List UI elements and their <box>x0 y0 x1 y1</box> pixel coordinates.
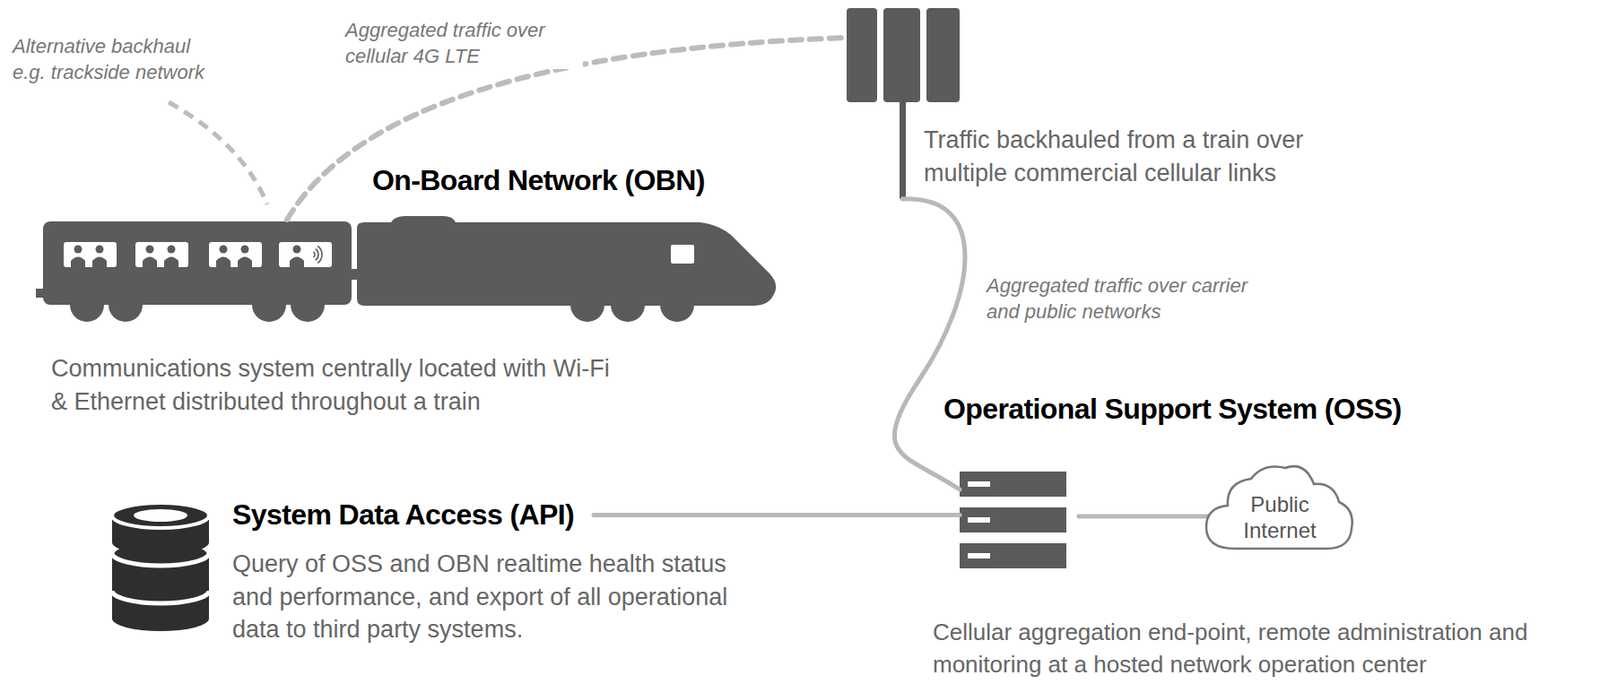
db-top-inner <box>133 509 188 522</box>
wheels <box>69 287 695 322</box>
database-node: System Data Access (API)Query of OSS and… <box>112 503 594 634</box>
passenger-head <box>241 245 250 254</box>
locomotive <box>356 216 776 306</box>
tower-node: Traffic backhauled from a train over mul… <box>846 8 960 200</box>
passenger-body <box>216 257 231 269</box>
passenger-body <box>92 257 107 269</box>
passenger-body <box>164 257 179 269</box>
node-description: Query of OSS and OBN realtime health sta… <box>232 547 744 647</box>
edge-label: Aggregated traffic over carrier and publ… <box>986 273 1267 325</box>
server-led <box>967 481 991 487</box>
tower-pole <box>899 100 906 200</box>
server-icon <box>959 471 1067 569</box>
passenger-head <box>95 245 105 254</box>
db-top <box>112 503 209 529</box>
train-illustration <box>35 216 776 322</box>
cab-window <box>670 244 695 264</box>
node-description: Communications system centrally located … <box>51 352 626 418</box>
db-band <box>112 606 209 632</box>
db-band <box>112 567 209 593</box>
passenger-body <box>70 257 86 269</box>
antenna-panel <box>846 8 878 103</box>
edge-label: Aggregated traffic over cellular 4G LTE <box>345 17 583 70</box>
car-window <box>63 242 117 268</box>
passenger-body <box>237 257 253 269</box>
backhaul-leader <box>168 102 268 205</box>
server-node: Operational Support System (OSS)Cellular… <box>959 471 1067 569</box>
server-unit <box>959 507 1067 533</box>
cloud-label: Public Internet <box>1234 492 1325 545</box>
node-heading: On-Board Network (OBN) <box>372 164 705 198</box>
wheel <box>69 287 105 322</box>
wheel <box>290 287 325 322</box>
car-window <box>135 242 189 268</box>
db-band <box>112 567 209 593</box>
node-description: Cellular aggregation end-point, remote a… <box>932 617 1588 682</box>
database-icon <box>112 503 209 632</box>
wifi-wave <box>313 252 315 258</box>
car-window <box>278 242 332 268</box>
passenger-body <box>289 257 305 269</box>
server-unit <box>959 543 1067 569</box>
passenger-body <box>142 257 157 269</box>
node-heading: System Data Access (API) <box>232 498 574 532</box>
wifi-wave <box>317 245 322 263</box>
passenger-head <box>293 245 302 254</box>
server-led <box>967 553 991 559</box>
node-heading: Operational Support System (OSS) <box>943 392 1402 427</box>
server-unit <box>959 471 1067 497</box>
passenger-head <box>74 245 83 254</box>
passenger-head <box>219 245 228 254</box>
windows <box>63 242 332 268</box>
passenger-head <box>167 245 176 254</box>
passenger-head <box>146 245 155 254</box>
network-link <box>1078 514 1209 520</box>
cloud-outline <box>1206 466 1353 549</box>
node-description: Traffic backhauled from a train over mul… <box>923 123 1373 190</box>
network-link <box>894 199 966 490</box>
db-band <box>112 530 209 556</box>
antenna-panel <box>883 8 921 103</box>
antenna-panel <box>926 8 960 103</box>
wifi-wave <box>315 249 319 261</box>
wheel <box>610 287 645 322</box>
cloud-node: Public Internet <box>1199 459 1357 564</box>
wheel <box>570 287 605 322</box>
callout-note: Alternative backhaul e.g. trackside netw… <box>12 34 228 86</box>
car-window <box>208 242 262 268</box>
wheel <box>660 287 695 322</box>
train-node: On-Board Network (OBN)Communications sys… <box>35 219 776 322</box>
server-led <box>967 517 991 523</box>
wheel <box>108 287 143 322</box>
network-link <box>593 513 960 518</box>
wheel <box>252 287 287 322</box>
